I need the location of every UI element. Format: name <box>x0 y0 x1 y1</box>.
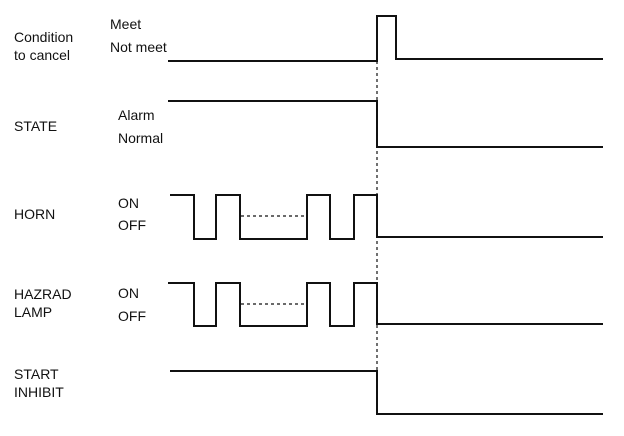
waveform-hazard-lamp <box>168 282 603 327</box>
level-label-normal: Normal <box>118 130 163 146</box>
waveform-state <box>168 100 603 148</box>
signal-name-hazard-lamp-line-1: HAZRAD <box>14 286 72 302</box>
level-label-alarm: Alarm <box>118 107 155 123</box>
level-label-not-meet: Not meet <box>110 39 167 55</box>
signal-condition: Condition to cancel Meet Not meet <box>14 15 603 63</box>
signal-state: STATE Alarm Normal <box>14 100 603 148</box>
signal-name-horn: HORN <box>14 206 55 222</box>
signal-name-start-inhibit-line-1: START <box>14 366 59 382</box>
waveform-condition <box>168 15 603 62</box>
waveform-start-inhibit <box>170 370 603 415</box>
signal-name-condition-line-2: to cancel <box>14 47 70 63</box>
signal-name-hazard-lamp-line-2: LAMP <box>14 304 52 320</box>
signal-hazard-lamp: HAZRAD LAMP ON OFF <box>14 282 603 327</box>
signal-horn: HORN ON OFF <box>14 194 603 240</box>
signal-start-inhibit: START INHIBIT <box>14 366 603 415</box>
level-label-meet: Meet <box>110 16 141 32</box>
signal-name-condition-line-1: Condition <box>14 29 73 45</box>
signal-name-state: STATE <box>14 118 57 134</box>
waveform-horn <box>170 194 603 240</box>
signal-name-start-inhibit-line-2: INHIBIT <box>14 384 64 400</box>
level-label-horn-off: OFF <box>118 217 146 233</box>
level-label-horn-on: ON <box>118 195 139 211</box>
level-label-lamp-off: OFF <box>118 308 146 324</box>
level-label-lamp-on: ON <box>118 285 139 301</box>
